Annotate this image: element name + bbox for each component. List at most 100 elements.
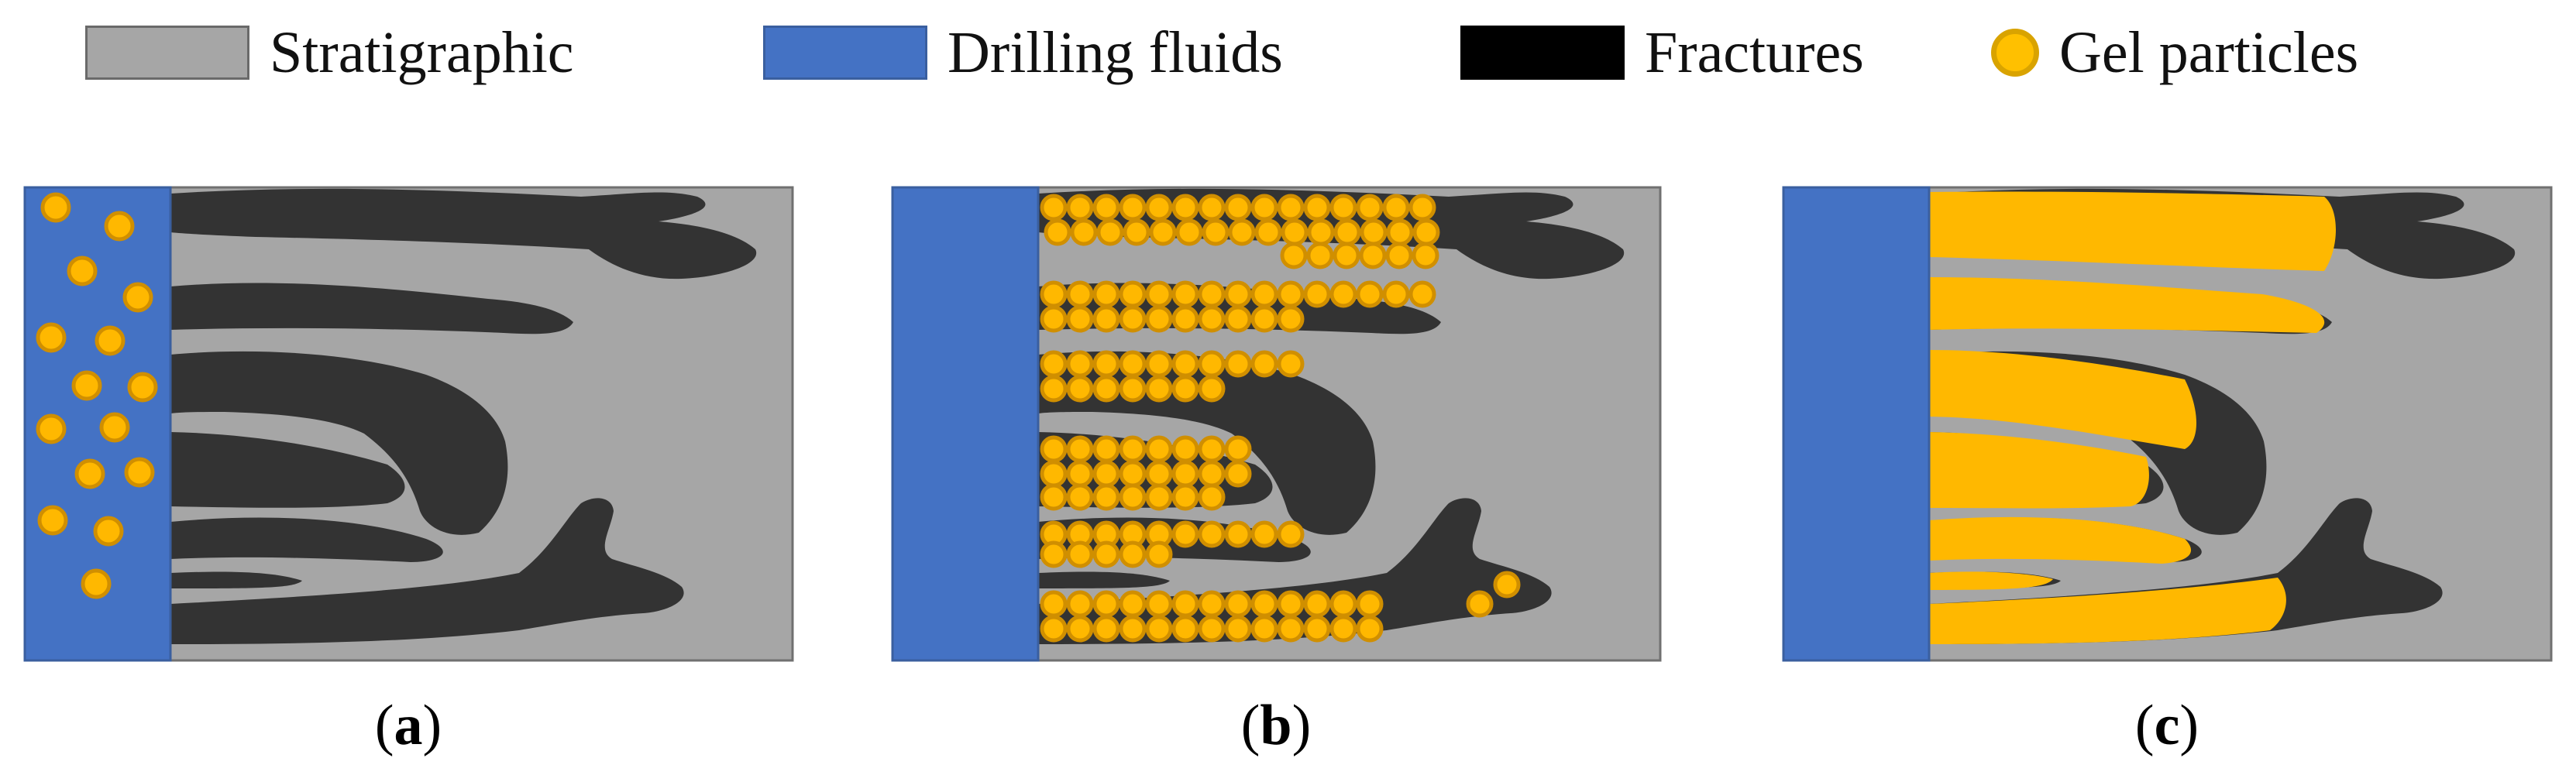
panel-c-diagram <box>1782 186 2553 662</box>
gel-particle-139 <box>1277 615 1305 643</box>
gel-particle-22 <box>1202 218 1230 246</box>
gel-particle-99 <box>1145 483 1173 511</box>
gel-particle-20 <box>1149 218 1177 246</box>
gel-particle-45 <box>1250 280 1278 308</box>
gel-plug-2 <box>1929 277 2325 333</box>
gel-particle-42 <box>1171 280 1199 308</box>
gel-particle-78 <box>1198 375 1226 403</box>
gel-particle-107 <box>1171 520 1199 548</box>
gel-particle-2 <box>1066 194 1094 221</box>
gel-particle-62 <box>1040 350 1068 378</box>
legend-label: Gel particles <box>2059 19 2359 85</box>
panel-a <box>23 186 794 662</box>
gel-particle-125 <box>1250 590 1278 618</box>
gel-particle-6 <box>95 325 126 356</box>
drilling-fluids-swatch <box>763 26 927 80</box>
gel-particle-27 <box>1333 218 1361 246</box>
gel-plug-4 <box>1929 432 2149 509</box>
panel-b <box>891 186 1662 662</box>
gel-particle-37 <box>1040 280 1068 308</box>
gel-particle-119 <box>1092 590 1120 618</box>
gel-particle-12 <box>1329 194 1357 221</box>
gel-particle-71 <box>1277 350 1305 378</box>
drilling-fluid-column <box>1782 186 1931 662</box>
gel-particle-41 <box>1145 280 1173 308</box>
legend-label: Fractures <box>1645 19 1864 85</box>
gel-particle-79 <box>1040 435 1068 463</box>
fractures-swatch <box>1460 26 1625 80</box>
gel-particle-17 <box>1070 218 1098 246</box>
gel-particle-28 <box>1360 218 1388 246</box>
gel-particle-36 <box>1412 242 1439 269</box>
gel-particle-144 <box>1466 590 1494 618</box>
gel-particle-64 <box>1092 350 1120 378</box>
legend-label: Stratigraphic <box>270 19 574 85</box>
gel-particle-142 <box>1356 615 1384 643</box>
gel-particle-72 <box>1040 375 1068 403</box>
gel-particle-66 <box>1145 350 1173 378</box>
gel-particle-11 <box>74 458 105 489</box>
gel-particle-59 <box>1224 305 1252 333</box>
legend-item-fractures: Fractures <box>1460 14 1864 91</box>
gel-particle-52 <box>1040 305 1068 333</box>
gel-particle-44 <box>1224 280 1252 308</box>
gel-particle-5 <box>36 322 67 353</box>
gel-particle-129 <box>1356 590 1384 618</box>
gel-particle-93 <box>1198 460 1226 488</box>
gel-particle-58 <box>1198 305 1226 333</box>
gel-particle-26 <box>1307 218 1335 246</box>
gel-particle-86 <box>1224 435 1252 463</box>
gel-particle-83 <box>1145 435 1173 463</box>
gel-particle-49 <box>1356 280 1384 308</box>
gel-particle-73 <box>1066 375 1094 403</box>
gel-particle-143 <box>1493 571 1521 599</box>
gel-particle-137 <box>1224 615 1252 643</box>
gel-particle-13 <box>37 505 68 536</box>
gel-particle-29 <box>1386 218 1414 246</box>
gel-particle-69 <box>1224 350 1252 378</box>
gel-particle-113 <box>1066 540 1094 568</box>
gel-particle-33 <box>1333 242 1360 269</box>
fracture-channel-2 <box>170 283 573 334</box>
caption-c: (c) <box>2134 694 2199 757</box>
gel-particle-40 <box>1119 280 1147 308</box>
gel-particle-21 <box>1175 218 1203 246</box>
gel-particle-57 <box>1171 305 1199 333</box>
gel-particle-87 <box>1040 460 1068 488</box>
legend-item-drilling-fluids: Drilling fluids <box>763 14 1283 91</box>
gel-particle-11 <box>1303 194 1331 221</box>
gel-particle-19 <box>1123 218 1150 246</box>
gel-particle-82 <box>1119 435 1147 463</box>
gel-particle-5 <box>1145 194 1173 221</box>
gel-particle-124 <box>1224 590 1252 618</box>
gel-particle-14 <box>1382 194 1410 221</box>
gel-particle-81 <box>1092 435 1120 463</box>
gel-particle-132 <box>1092 615 1120 643</box>
gel-particle-122 <box>1171 590 1199 618</box>
gel-particle-88 <box>1066 460 1094 488</box>
gel-particle-123 <box>1198 590 1226 618</box>
gel-particle-110 <box>1250 520 1278 548</box>
gel-particles-in-fractures <box>1040 194 1521 643</box>
gel-particle-108 <box>1198 520 1226 548</box>
gel-particle-90 <box>1119 460 1147 488</box>
fracture-channel-5 <box>170 517 443 562</box>
gel-particle-134 <box>1145 615 1173 643</box>
gel-particle-50 <box>1382 280 1410 308</box>
gel-particle-68 <box>1198 350 1226 378</box>
gel-particle-67 <box>1171 350 1199 378</box>
fracture-network <box>170 188 757 644</box>
gel-particle-2 <box>104 211 135 242</box>
gel-particle-34 <box>1359 242 1387 269</box>
gel-plug-3 <box>1929 350 2196 449</box>
gel-particle-9 <box>36 413 67 444</box>
gel-particle-55 <box>1119 305 1147 333</box>
stratigraphic-swatch <box>85 26 249 80</box>
gel-particle-46 <box>1277 280 1305 308</box>
gel-particle-133 <box>1119 615 1147 643</box>
gel-particle-130 <box>1040 615 1068 643</box>
gel-particle-63 <box>1066 350 1094 378</box>
gel-particle-7 <box>1198 194 1226 221</box>
gel-particle-128 <box>1329 590 1357 618</box>
legend-item-gel-particles: Gel particles <box>1991 14 2358 91</box>
